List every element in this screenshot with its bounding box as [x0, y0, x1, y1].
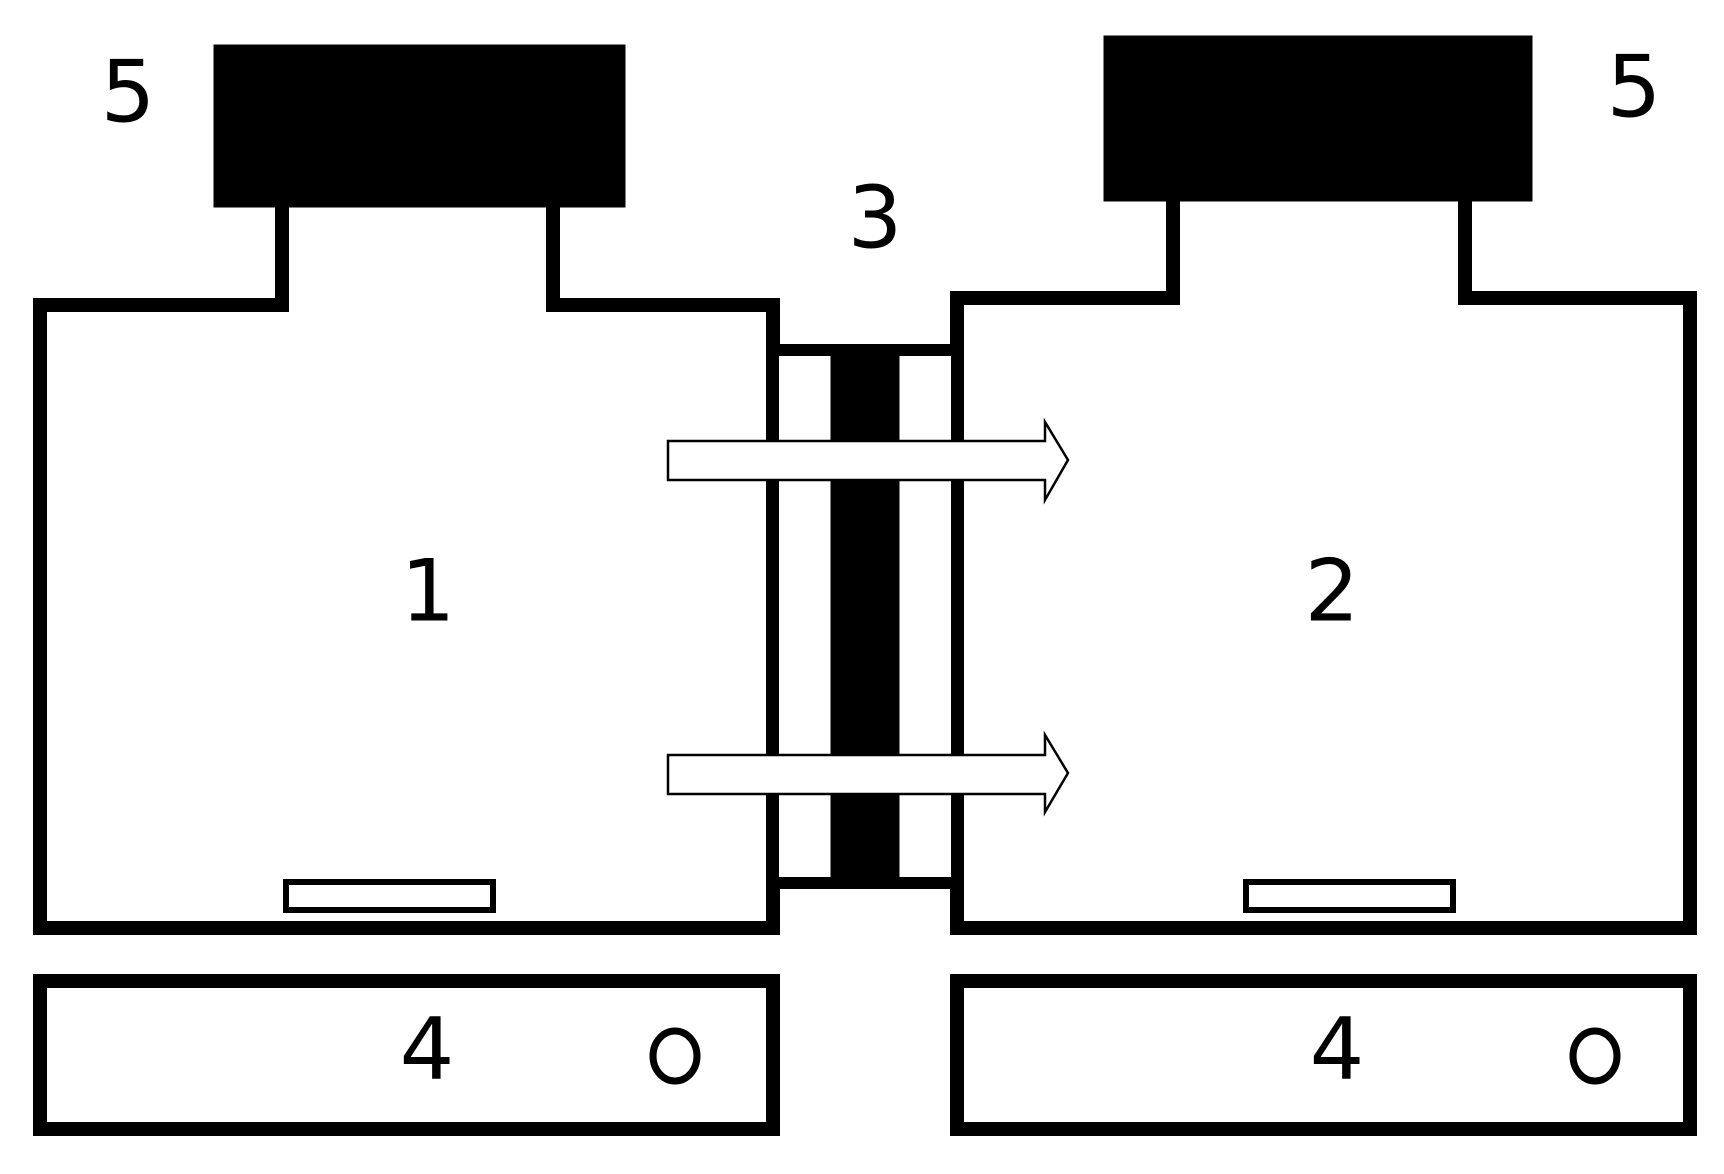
left-stir-bar	[283, 879, 496, 913]
knob-icon[interactable]	[1569, 1027, 1621, 1085]
right-chamber	[950, 183, 1697, 935]
left-chamber	[33, 188, 780, 935]
knob-icon[interactable]	[649, 1027, 701, 1085]
right-stir-bar	[1243, 879, 1456, 913]
label-membrane: 3	[848, 168, 903, 268]
label-right-cap: 5	[1607, 37, 1662, 137]
membrane	[830, 349, 900, 884]
label-left-cap: 5	[101, 42, 156, 142]
label-left-chamber: 1	[401, 541, 456, 641]
label-right-chamber: 2	[1305, 541, 1360, 641]
right-base	[950, 974, 1697, 1136]
membrane-holder	[767, 344, 963, 889]
right-arrow-icon	[666, 417, 1070, 505]
left-cap	[213, 44, 626, 208]
right-arrow-icon	[666, 730, 1070, 817]
label-left-base: 4	[400, 999, 455, 1099]
label-right-base: 4	[1310, 999, 1365, 1099]
right-cap	[1103, 35, 1533, 202]
